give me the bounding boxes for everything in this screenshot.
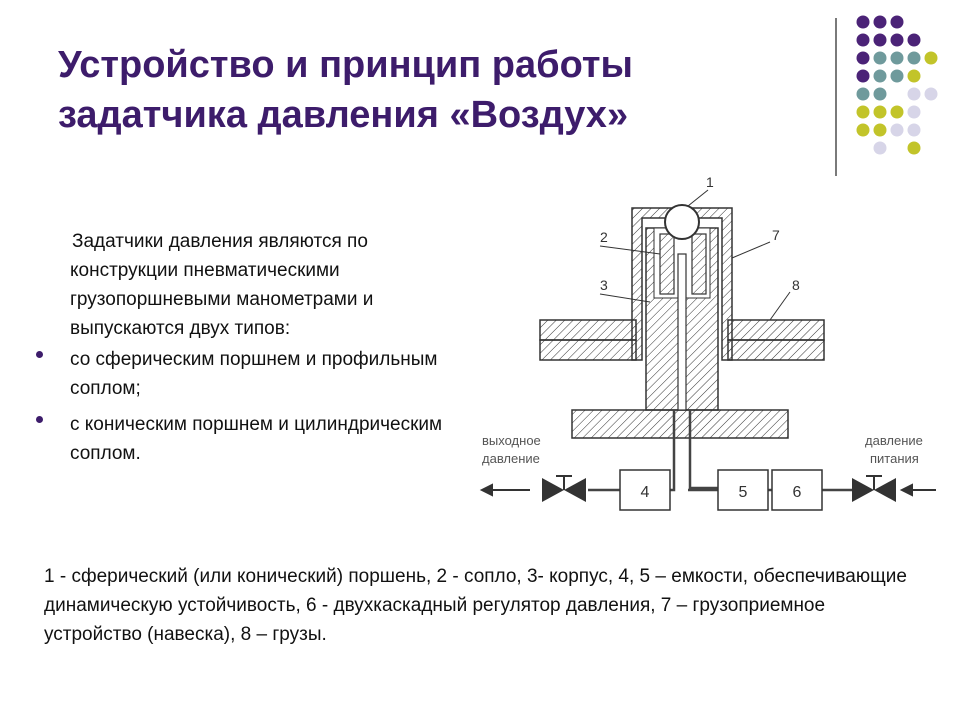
supply-pressure-label-line2: питания bbox=[870, 451, 919, 466]
slide-title: Устройство и принцип работы задатчика да… bbox=[58, 40, 798, 140]
weight-plate-right-lower bbox=[727, 339, 825, 361]
air-channel bbox=[677, 253, 687, 411]
intro-text: Задатчики давления являются по конструкц… bbox=[70, 227, 480, 343]
leader-lines bbox=[599, 189, 791, 321]
title-line-1: Устройство и принцип работы bbox=[58, 44, 633, 86]
load-hanger bbox=[631, 207, 733, 361]
piping bbox=[588, 410, 852, 492]
bullet-item: с коническим поршнем и цилиндрическим со… bbox=[36, 410, 480, 468]
part-label-3: 3 bbox=[600, 277, 608, 293]
divider-line bbox=[835, 18, 837, 176]
bullet-list: со сферическим поршнем и профильным сопл… bbox=[36, 345, 480, 475]
tank-4-box bbox=[619, 469, 671, 511]
output-pressure-label-line1: выходное bbox=[482, 433, 541, 448]
supply-arrow-icon bbox=[899, 483, 936, 497]
output-pressure-label-line2: давление bbox=[482, 451, 540, 466]
part-label-8: 8 bbox=[792, 277, 800, 293]
bullet-item: со сферическим поршнем и профильным сопл… bbox=[36, 345, 480, 403]
nozzle-right bbox=[691, 233, 707, 295]
supply-pressure-label-line1: давление bbox=[865, 433, 923, 448]
output-arrow-icon bbox=[479, 483, 530, 497]
part-label-1: 1 bbox=[706, 174, 714, 190]
tank-5-box bbox=[717, 469, 769, 511]
valve-right-icon bbox=[852, 475, 896, 502]
valve-left-icon bbox=[542, 475, 586, 502]
weight-plate-left-upper bbox=[539, 319, 637, 341]
base-plate bbox=[571, 409, 789, 439]
intro-paragraph: Задатчики давления являются по конструкц… bbox=[70, 231, 374, 339]
box-label-5: 5 bbox=[739, 484, 748, 501]
bullet-icon bbox=[36, 416, 43, 423]
bullet-icon bbox=[36, 351, 43, 358]
pressure-setter-diagram: 4 5 6 выходное давление давление питания… bbox=[479, 174, 936, 511]
regulator-6-box bbox=[771, 469, 823, 511]
box-label-6: 6 bbox=[793, 484, 802, 501]
weight-plate-left-lower bbox=[539, 339, 637, 361]
decorative-dot-grid bbox=[856, 15, 938, 155]
bullet-text: со сферическим поршнем и профильным сопл… bbox=[70, 349, 438, 399]
diagram-caption: 1 - сферический (или конический) поршень… bbox=[44, 566, 907, 645]
title-line-2: задатчика давления «Воздух» bbox=[58, 94, 629, 136]
box-label-4: 4 bbox=[641, 484, 650, 501]
nozzle-left bbox=[659, 233, 675, 295]
part-label-7: 7 bbox=[772, 227, 780, 243]
spherical-piston bbox=[664, 204, 700, 240]
part-label-2: 2 bbox=[600, 229, 608, 245]
weight-plate-right-upper bbox=[727, 319, 825, 341]
bullet-text: с коническим поршнем и цилиндрическим со… bbox=[70, 414, 443, 464]
